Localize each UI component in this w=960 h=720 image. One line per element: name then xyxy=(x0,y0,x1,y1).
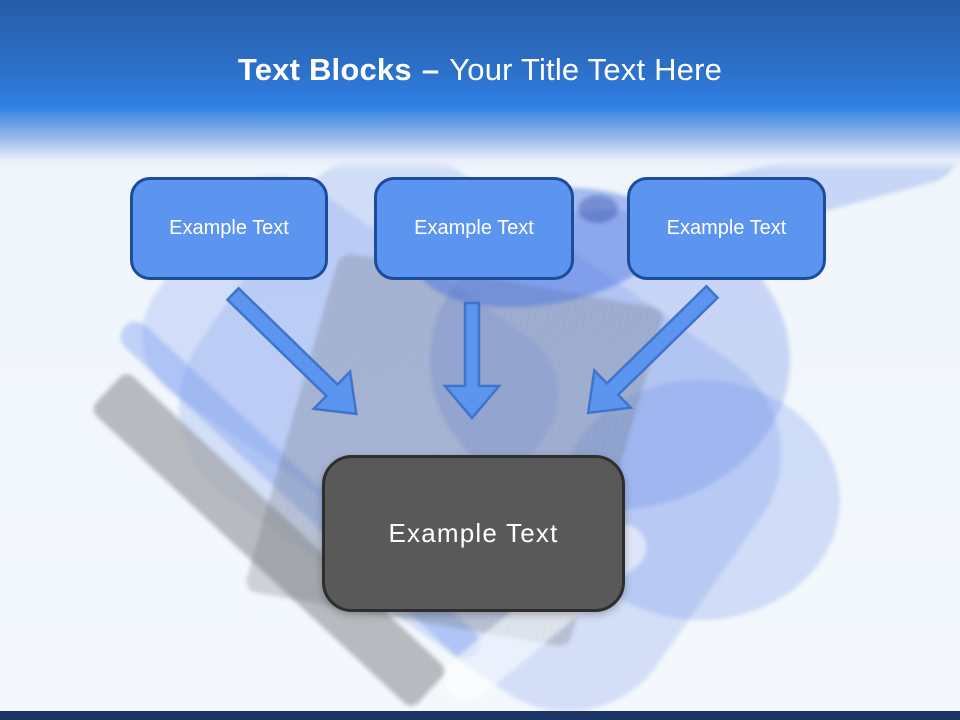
title-separator: – xyxy=(421,52,440,87)
result-block: Example Text xyxy=(322,455,625,612)
text-block-3-label: Example Text xyxy=(666,217,787,239)
brush-handle-hole-shape xyxy=(578,195,618,223)
footer-bar xyxy=(0,711,960,720)
result-block-label: Example Text xyxy=(388,518,559,548)
title-regular-part: Your Title Text Here xyxy=(449,52,723,87)
text-block-3: Example Text xyxy=(627,177,826,280)
text-block-1: Example Text xyxy=(130,177,328,280)
text-block-1-label: Example Text xyxy=(169,217,289,239)
text-block-2: Example Text xyxy=(374,177,574,280)
page-title: Text Blocks–Your Title Text Here xyxy=(0,52,960,88)
text-block-2-label: Example Text xyxy=(414,217,534,239)
header-gradient xyxy=(0,0,960,172)
title-bold-part: Text Blocks xyxy=(237,52,412,87)
